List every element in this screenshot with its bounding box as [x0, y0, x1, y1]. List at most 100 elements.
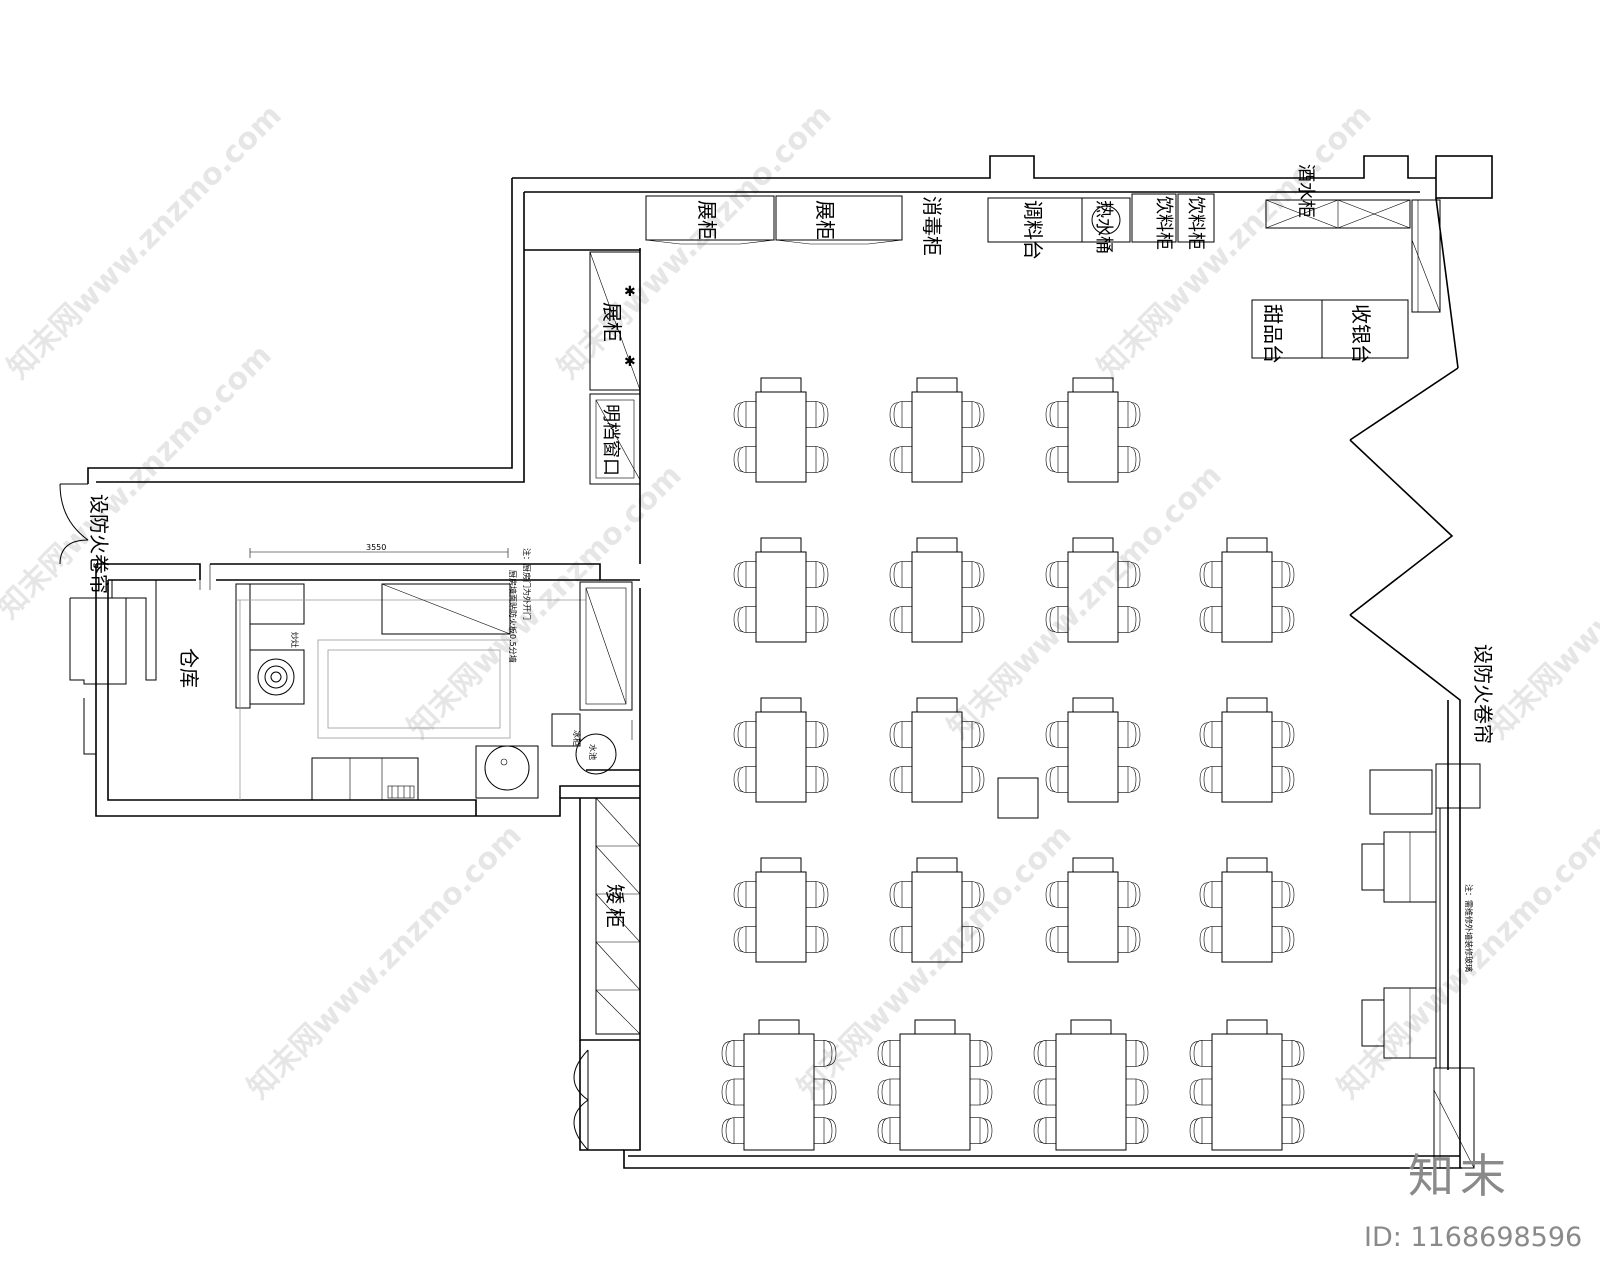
chair: [805, 446, 829, 473]
top-counter-row: 展柜 展柜 消毒柜 调料台 热水桶 饮料柜 饮料柜 酒水柜: [645, 164, 1441, 313]
chair: [1271, 766, 1295, 793]
chair: [733, 881, 757, 908]
dimension-top: 3550: [366, 543, 386, 552]
chair: [721, 1117, 745, 1144]
dining-table: [733, 537, 829, 643]
dining-table: [877, 1019, 993, 1151]
chair: [961, 401, 985, 428]
svg-text:✱: ✱: [624, 284, 636, 300]
cashier-area: 甜品台 收银台: [1251, 299, 1409, 364]
chair: [889, 926, 913, 953]
chair: [733, 401, 757, 428]
fridge: [311, 757, 419, 801]
chair: [733, 766, 757, 793]
chair: [1281, 1117, 1305, 1144]
dining-table: [721, 1019, 837, 1151]
chair: [1199, 606, 1223, 633]
watermark-text: 知末网www.znzmo.com: [551, 98, 839, 386]
chair: [1271, 926, 1295, 953]
label-hot-water-bucket: 热水桶: [1093, 200, 1114, 254]
chair: [961, 446, 985, 473]
walls: [87, 155, 1493, 1169]
chair: [889, 881, 913, 908]
label-storage-cabinet: 柜: [603, 908, 627, 928]
prep-counter: [381, 583, 511, 635]
dining-table: [889, 537, 985, 643]
chair: [1045, 721, 1069, 748]
chair: [1271, 561, 1295, 588]
dining-table: [1033, 1019, 1149, 1151]
chair: [1117, 401, 1141, 428]
chair: [1045, 926, 1069, 953]
chair: [1045, 561, 1069, 588]
dining-table: [1045, 697, 1141, 803]
chair: [1271, 606, 1295, 633]
svg-text:✱: ✱: [624, 354, 636, 370]
label-drink-cabinet-1: 饮料柜: [1153, 196, 1174, 250]
chair: [1199, 926, 1223, 953]
chair: [889, 401, 913, 428]
chair: [1281, 1078, 1305, 1106]
label-disinfection-cabinet: 消毒柜: [920, 196, 944, 256]
watermark-text: 知末网www.znzmo.com: [241, 818, 529, 1106]
pass-window: [589, 393, 641, 485]
chair: [805, 926, 829, 953]
dining-table: [1199, 857, 1295, 963]
drink-cabinet-2: [1177, 193, 1215, 243]
chair: [1189, 1117, 1213, 1144]
label-display-cabinet-2: 展柜: [813, 200, 837, 240]
display-cabinet-2: [775, 195, 903, 241]
cashier-counter: [1321, 299, 1409, 359]
label-drink-cabinet-2: 饮料柜: [1185, 196, 1206, 250]
dining-table: [889, 857, 985, 963]
dining-table: [733, 697, 829, 803]
note-right: 注：需维修外墙装修玻璃: [1464, 884, 1474, 972]
chair: [1033, 1117, 1057, 1144]
display-cabinet-1: [645, 195, 775, 241]
chair: [961, 561, 985, 588]
chair: [889, 606, 913, 633]
chair: [733, 446, 757, 473]
label-fire-shutter-left: 设防火卷帘: [87, 494, 111, 594]
chair: [733, 606, 757, 633]
image-id-label: ID: 1168698596: [1364, 1222, 1583, 1253]
chair: [1125, 1078, 1149, 1106]
label-fire-shutter-right: 设防火卷帘: [1471, 644, 1495, 744]
chair: [721, 1040, 745, 1067]
label-sink: 水池: [588, 744, 598, 760]
dining-table: [889, 697, 985, 803]
label-display-cabinet-1: 展柜: [695, 200, 719, 240]
watermark-text: 知末网www.znzmo.com: [1, 98, 289, 386]
watermark-text: 知末网www.znzmo.com: [401, 458, 689, 746]
doors: [59, 483, 589, 1151]
chair: [1033, 1078, 1057, 1106]
chair: [889, 766, 913, 793]
note-kitchen-1: 注：厨房门为外开门: [522, 548, 532, 620]
storage-cabinet: [595, 797, 641, 1035]
chair: [1117, 881, 1141, 908]
label-seasoning-table: 调料台: [1021, 200, 1045, 260]
chair: [1281, 1040, 1305, 1067]
chair: [877, 1117, 901, 1144]
chair: [1033, 1040, 1057, 1067]
dining-table: [733, 857, 829, 963]
chair: [1117, 606, 1141, 633]
chair: [969, 1117, 993, 1144]
label-warehouse: 仓库: [177, 648, 201, 688]
chair: [889, 561, 913, 588]
chair: [969, 1040, 993, 1067]
warehouse-room: 仓库: [69, 597, 201, 800]
chair: [889, 721, 913, 748]
chair: [877, 1040, 901, 1067]
dining-table: [1199, 537, 1295, 643]
chair: [877, 1078, 901, 1106]
chair: [961, 766, 985, 793]
chair: [1045, 401, 1069, 428]
chair: [733, 561, 757, 588]
dining-tables: [721, 377, 1305, 1151]
chair: [1271, 881, 1295, 908]
chair: [1199, 881, 1223, 908]
right-side: 注：需维修外墙装修玻璃: [997, 763, 1481, 1169]
label-pass-window: 明档窗口: [600, 404, 621, 476]
